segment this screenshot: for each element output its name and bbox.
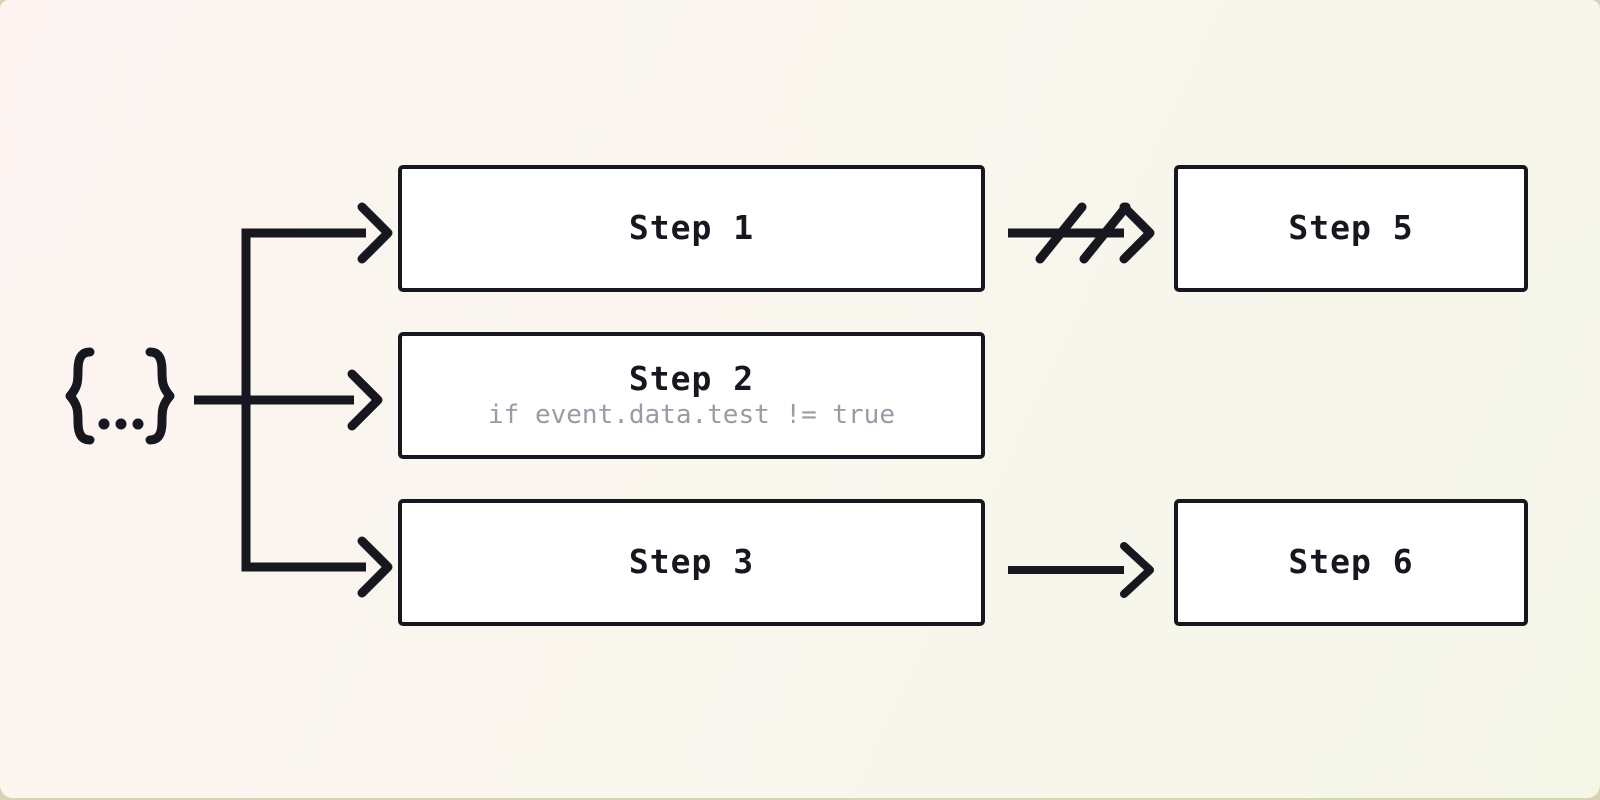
arrow-step3-step6 <box>1008 542 1154 598</box>
cancelled-arrow-step1-step5 <box>1008 202 1155 264</box>
curly-braces-ellipsis-icon <box>65 347 175 445</box>
step-label: Step 3 <box>628 542 755 582</box>
step-condition: if event.data.test != true <box>488 400 895 431</box>
step-node-step-3: Step 3 <box>398 499 985 626</box>
step-node-step-2: Step 2 if event.data.test != true <box>398 332 985 459</box>
fan-out-arrows <box>194 202 393 598</box>
step-label: Step 5 <box>1288 208 1414 248</box>
step-label: Step 2 <box>628 359 755 399</box>
step-node-step-6: Step 6 <box>1174 499 1528 626</box>
step-node-step-1: Step 1 <box>398 165 985 292</box>
step-label: Step 1 <box>628 208 755 248</box>
step-node-step-5: Step 5 <box>1174 165 1528 292</box>
cancel-slashes-icon <box>1035 202 1131 264</box>
step-label: Step 6 <box>1288 542 1414 582</box>
